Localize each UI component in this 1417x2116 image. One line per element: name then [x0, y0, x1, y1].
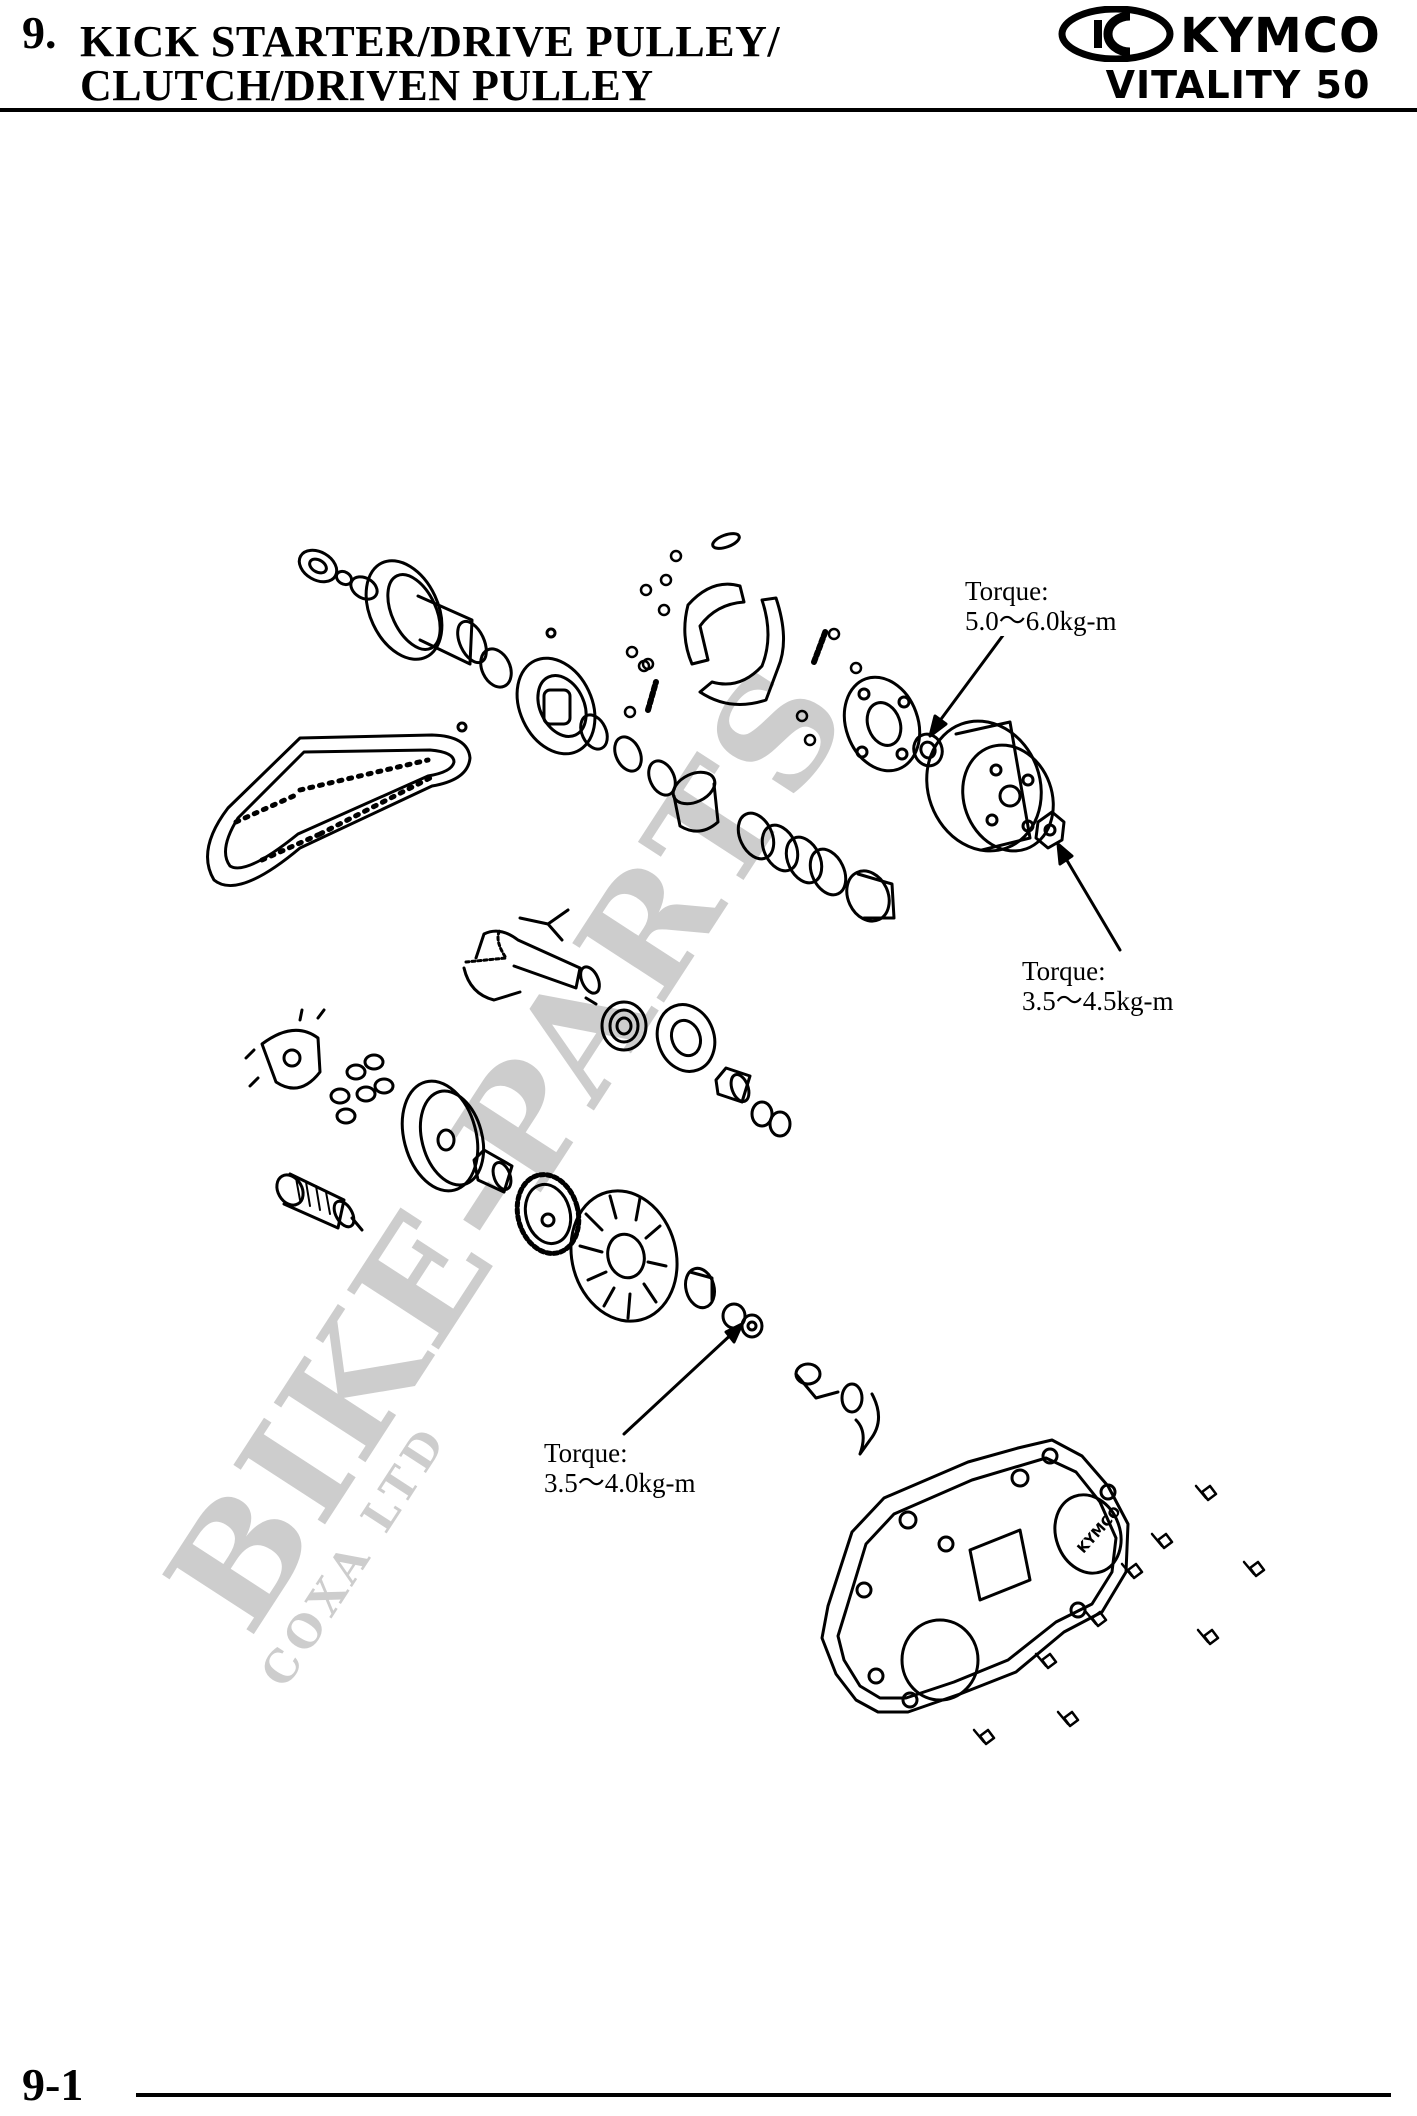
torque-leader-2 — [1056, 842, 1122, 952]
torque-label: Torque: — [544, 1438, 628, 1468]
clutch-drive-plate — [842, 675, 922, 773]
kymco-logo-icon — [1058, 6, 1174, 62]
torque-note-clutch-plate: Torque: 5.0～6.0kg-m — [963, 576, 1119, 636]
drive-face-lower — [400, 1079, 486, 1193]
bearing-left — [297, 548, 379, 601]
page-number: 9-1 — [22, 2059, 84, 2110]
chapter-number: 9. — [22, 7, 57, 58]
drive-face-collar — [472, 1148, 514, 1194]
kick-pinion-holder — [794, 1362, 880, 1456]
drive-face-washer — [684, 1266, 716, 1310]
brand-block: KYMCO VITALITY 50 — [1058, 6, 1408, 106]
header-rule — [0, 108, 1417, 112]
torque-value: 3.5～4.5kg-m — [1022, 986, 1174, 1016]
left-crankcase-cover — [820, 1438, 1130, 1714]
brand-name: KYMCO — [1180, 8, 1381, 64]
kick-rings — [750, 1100, 792, 1138]
model-name: VITALITY 50 — [1105, 63, 1371, 107]
watermark: BIKE-PARTS COXA LTD — [133, 635, 883, 1696]
clutch-outer — [925, 719, 1055, 853]
cover-bolts — [972, 1484, 1266, 1746]
chapter-title-line-2: CLUTCH/DRIVEN PULLEY — [80, 61, 654, 110]
drive-face-fan — [569, 1189, 679, 1323]
driven-collar — [671, 770, 720, 833]
footer-rule — [136, 2093, 1391, 2097]
shoe-pins — [623, 549, 863, 747]
kick-bushing — [714, 1066, 752, 1104]
torque-leader-3 — [622, 1322, 744, 1436]
torque-label: Torque: — [965, 576, 1049, 606]
torque-value: 5.0～6.0kg-m — [965, 606, 1117, 636]
kick-washer — [655, 1003, 717, 1073]
driven-face — [364, 559, 513, 689]
clutch-shoes — [645, 532, 829, 713]
page-header: 9. KICK STARTER/DRIVE PULLEY/ CLUTCH/DRI… — [0, 0, 1417, 116]
torque-leader-1 — [928, 632, 1006, 738]
kick-starter-spring — [584, 996, 648, 1052]
spring-seat — [845, 869, 896, 923]
ramp-plate — [244, 1008, 326, 1090]
seal-rings — [579, 713, 677, 797]
chapter-title-line-1: KICK STARTER/DRIVE PULLEY/ — [80, 17, 781, 66]
torque-value: 3.5～4.0kg-m — [544, 1468, 696, 1498]
torque-note-drive-face: Torque: 3.5～4.0kg-m — [542, 1438, 698, 1498]
kick-starter-spindle — [462, 908, 601, 1002]
torque-note-clutch-outer: Torque: 3.5～4.5kg-m — [1020, 956, 1176, 1016]
watermark-main-text: BIKE-PARTS — [133, 635, 883, 1659]
clutch-outer-nut — [1034, 810, 1066, 850]
starter-pinion — [275, 1172, 364, 1232]
weight-rollers — [329, 1053, 395, 1125]
driven-spring — [736, 811, 848, 897]
cover-logo-text: KYMCO — [1074, 1504, 1124, 1557]
starter-driven-gear — [514, 1172, 582, 1256]
torque-label: Torque: — [1022, 956, 1106, 986]
drive-belt — [206, 733, 472, 888]
movable-drive-face — [456, 627, 597, 756]
